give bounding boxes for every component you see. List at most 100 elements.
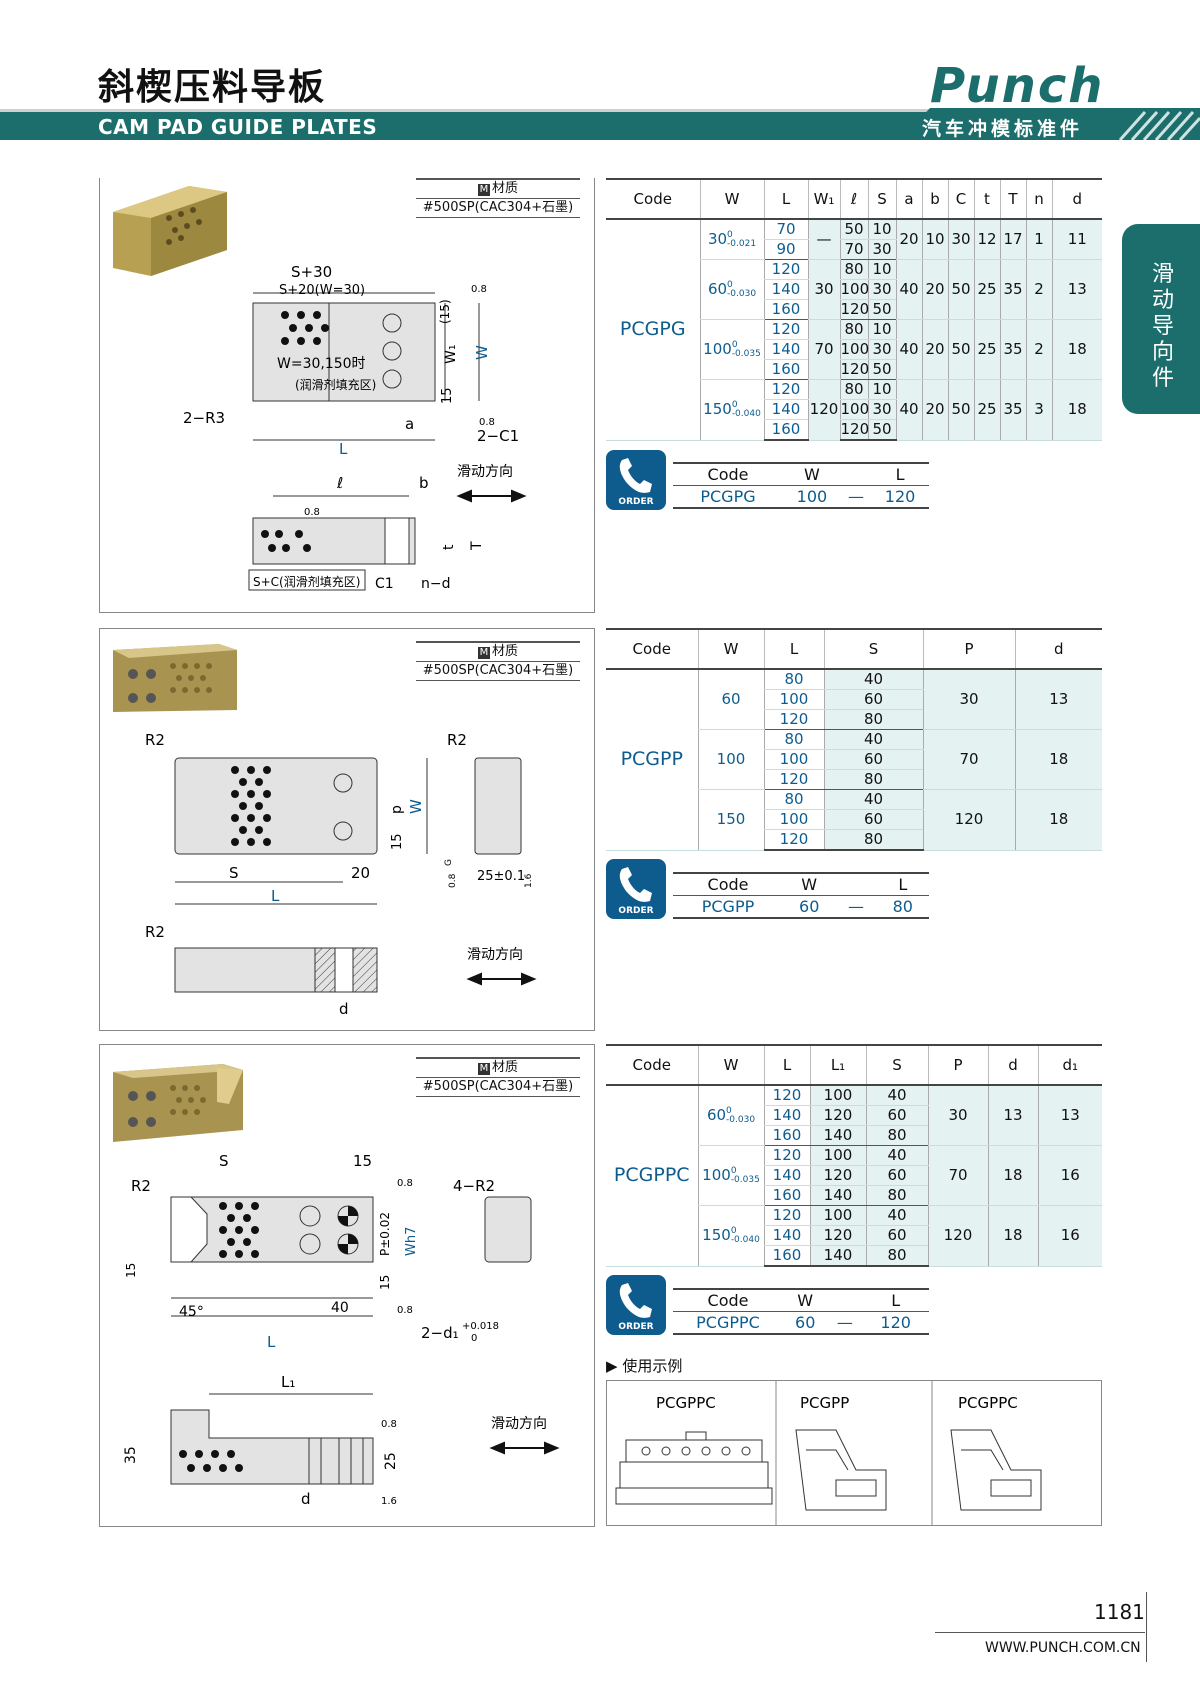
col-header: Code	[606, 1044, 698, 1086]
cell-p: 120	[927, 1205, 988, 1267]
cell-ell: 120	[839, 359, 870, 380]
cell-d1: 16	[1037, 1145, 1102, 1206]
cell-t: 35	[999, 319, 1026, 380]
dim-25: 25	[383, 1452, 399, 1470]
cell-a: 40	[895, 259, 922, 320]
dim-l: L	[267, 1333, 276, 1351]
cell-a: 40	[895, 319, 922, 380]
cell-s: 80	[823, 829, 923, 851]
cell-l1: 120	[809, 1165, 866, 1186]
dim-r2: R2	[131, 1177, 151, 1195]
cell-t: 25	[973, 259, 1000, 320]
brand-logo: Punch 汽车冲模标准件	[870, 58, 1200, 142]
cell-l: 120	[763, 709, 824, 730]
code-cell: PCGPP	[606, 669, 698, 851]
cell-b: 10	[921, 219, 948, 260]
cell-b: 20	[921, 379, 948, 441]
dim-p: P±0.02	[378, 1212, 392, 1256]
sliding-direction: 滑动方向	[491, 1415, 547, 1432]
footer-rule	[935, 1632, 1145, 1633]
cell-d: 13	[987, 1085, 1038, 1146]
col-header: Code	[606, 178, 700, 220]
col-header: Code	[606, 628, 698, 670]
cell-c: 50	[947, 259, 974, 320]
cell-w1: —	[807, 219, 840, 260]
col-header: ℓ	[839, 178, 868, 220]
cell-s: 80	[823, 769, 923, 790]
cell-s: 40	[865, 1145, 928, 1166]
dim-w1: W₁	[443, 345, 459, 364]
cell-b: 20	[921, 319, 948, 380]
cell-ell: 80	[839, 259, 868, 280]
col-header: n	[1025, 178, 1052, 220]
dim-d: d	[339, 1000, 349, 1018]
dim-s: S	[219, 1152, 229, 1170]
dim-tol0: 0	[471, 1333, 477, 1344]
cell-s: 60	[823, 689, 923, 710]
col-header: S	[865, 1044, 928, 1086]
cell-a: 40	[895, 379, 922, 441]
cell-t: 17	[999, 219, 1026, 260]
cell-p: 120	[922, 789, 1015, 851]
pcgpp-drawing: R2 R2 S 20 L p 15 W G 25±0.1 0.8 1.6 R2 …	[113, 644, 537, 1018]
col-header: W	[697, 1044, 764, 1086]
footer-url: WWW.PUNCH.COM.CN	[985, 1640, 1141, 1656]
col-header: t	[973, 178, 1000, 220]
cell-s: 80	[823, 709, 923, 730]
cell-p: 70	[922, 729, 1015, 790]
cell-b: 20	[921, 259, 948, 320]
cell-s: 40	[823, 729, 923, 750]
cell-l1: 120	[809, 1105, 866, 1126]
col-header: C	[947, 178, 974, 220]
pcgppc-drawing: R2 S 15 4−R2 P±0.02 Wh7 15 15 45° 40 L 2…	[113, 1064, 560, 1508]
cell-l1: 100	[809, 1205, 866, 1226]
cell-s: 10	[867, 379, 896, 400]
dim-T: T	[469, 541, 485, 551]
pcgpp-photo	[113, 644, 237, 712]
col-header: P	[922, 628, 1015, 670]
cell-t: 35	[999, 259, 1026, 320]
section-tab	[1122, 224, 1200, 414]
cell-ell: 80	[839, 379, 868, 400]
cell-d1: 16	[1037, 1205, 1102, 1267]
cell-s: 30	[867, 339, 896, 360]
dim-15a: (15)	[438, 299, 452, 324]
cell-s: 50	[867, 419, 896, 441]
cell-ell: 80	[839, 319, 868, 340]
col-header: W	[699, 178, 764, 220]
pcgppc-drawing-panel	[99, 1044, 595, 1527]
dim-20: 20	[351, 864, 370, 882]
col-header: b	[921, 178, 948, 220]
dim-s20: S+20(W=30)	[279, 283, 365, 298]
pcgpp-drawing-panel	[99, 628, 595, 1031]
dim-g: G	[444, 859, 454, 866]
cell-d1: 13	[1037, 1085, 1102, 1146]
cell-p: 30	[927, 1085, 988, 1146]
dim-c1: 2−C1	[477, 427, 519, 445]
cell-t: 25	[973, 319, 1000, 380]
col-header: a	[895, 178, 922, 220]
cell-s: 10	[867, 219, 896, 240]
usage-examples: PCGPPC PCGPP PCGPPC	[606, 1380, 1102, 1526]
cell-l: 140	[763, 1225, 810, 1246]
cell-l1: 140	[809, 1125, 866, 1146]
dim-15c: 15	[124, 1263, 138, 1278]
cell-s: 10	[867, 259, 896, 280]
cell-n: 2	[1025, 259, 1052, 320]
sliding-direction: 滑动方向	[467, 946, 523, 963]
